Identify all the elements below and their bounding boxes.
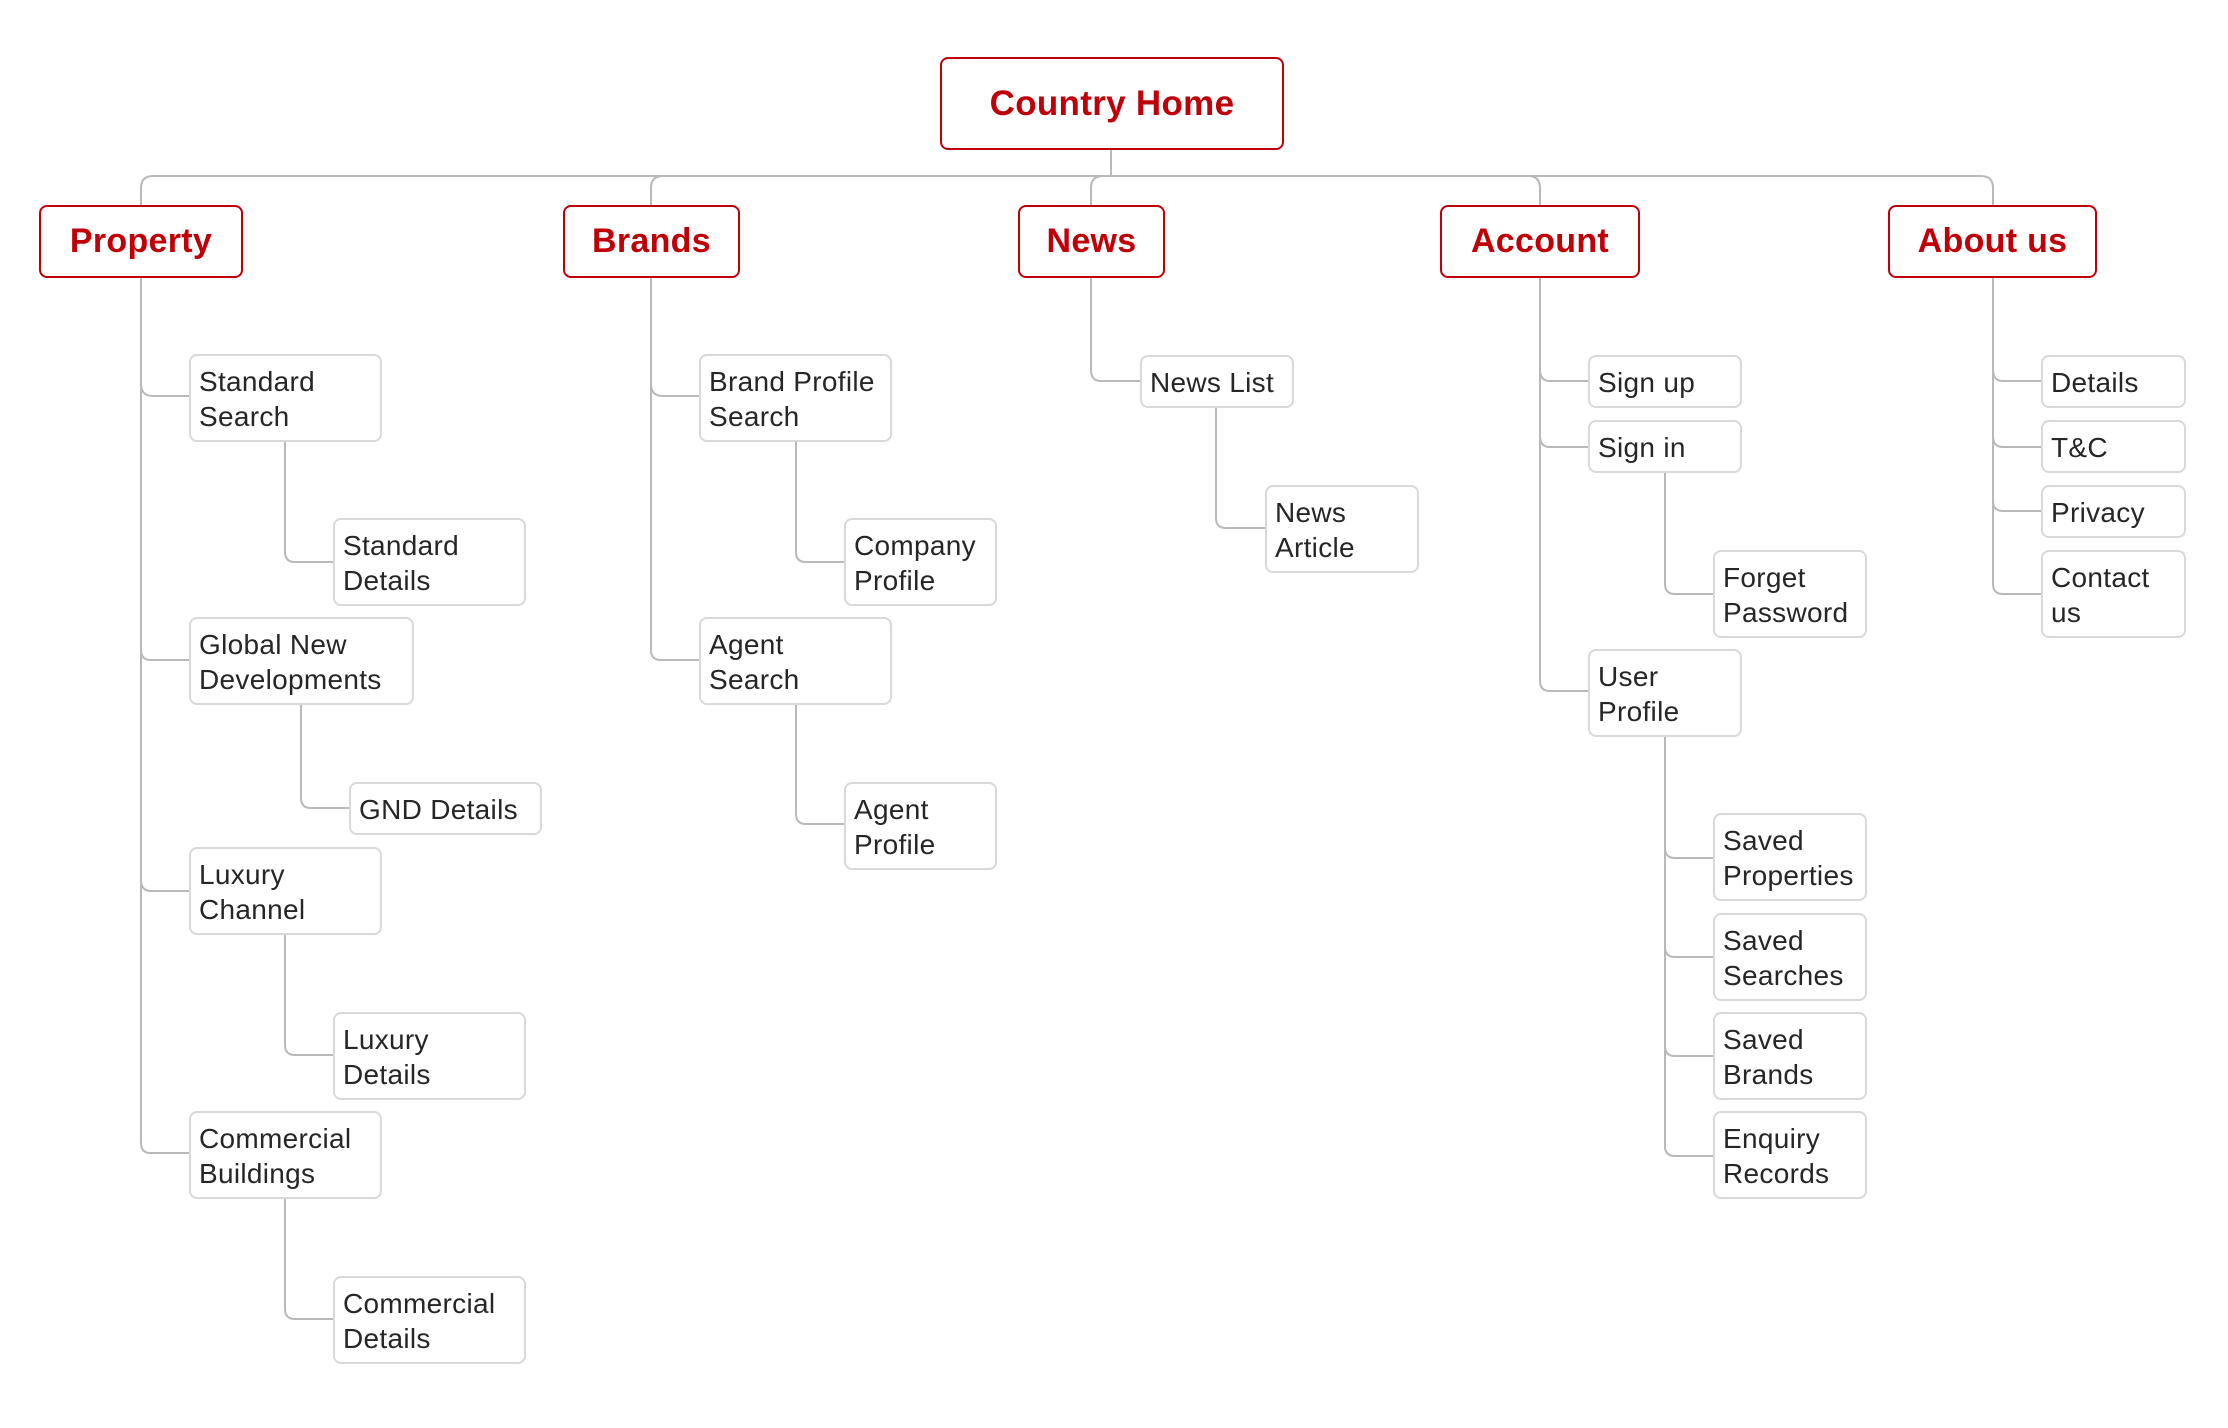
connector bbox=[284, 1199, 334, 1320]
node-global-new-developments[interactable]: Global New Developments bbox=[189, 617, 414, 705]
node-forget-password[interactable]: Forget Password bbox=[1713, 550, 1867, 638]
connector bbox=[650, 175, 664, 208]
connector bbox=[140, 383, 190, 397]
node-luxury-channel[interactable]: Luxury Channel bbox=[189, 847, 382, 935]
node-privacy[interactable]: Privacy bbox=[2041, 485, 2186, 538]
connector bbox=[650, 278, 700, 661]
connector bbox=[795, 441, 845, 563]
connector bbox=[1215, 408, 1266, 529]
node-tandc[interactable]: T&C bbox=[2041, 420, 2186, 473]
node-news-article[interactable]: News Article bbox=[1265, 485, 1419, 573]
node-saved-brands[interactable]: Saved Brands bbox=[1713, 1012, 1867, 1100]
connector bbox=[1992, 435, 2042, 448]
connector bbox=[140, 175, 1994, 208]
node-country-home[interactable]: Country Home bbox=[940, 57, 1284, 150]
node-contact-us[interactable]: Contact us bbox=[2041, 550, 2186, 638]
connector bbox=[1090, 278, 1141, 382]
node-account[interactable]: Account bbox=[1440, 205, 1640, 278]
connector bbox=[1664, 1045, 1714, 1057]
node-about-us[interactable]: About us bbox=[1888, 205, 2097, 278]
node-user-profile[interactable]: User Profile bbox=[1588, 649, 1742, 737]
node-standard-search[interactable]: Standard Search bbox=[189, 354, 382, 442]
node-commercial-buildings[interactable]: Commercial Buildings bbox=[189, 1111, 382, 1199]
node-saved-searches[interactable]: Saved Searches bbox=[1713, 913, 1867, 1001]
node-agent-profile[interactable]: Agent Profile bbox=[844, 782, 997, 870]
node-commercial-details[interactable]: Commercial Details bbox=[333, 1276, 526, 1364]
node-enquiry-records[interactable]: Enquiry Records bbox=[1713, 1111, 1867, 1199]
node-agent-search[interactable]: Agent Search bbox=[699, 617, 892, 705]
node-details[interactable]: Details bbox=[2041, 355, 2186, 408]
node-company-profile[interactable]: Company Profile bbox=[844, 518, 997, 606]
node-news-list[interactable]: News List bbox=[1140, 355, 1294, 408]
node-sign-up[interactable]: Sign up bbox=[1588, 355, 1742, 408]
connector bbox=[1527, 175, 1541, 208]
node-sign-in[interactable]: Sign in bbox=[1588, 420, 1742, 473]
node-standard-details[interactable]: Standard Details bbox=[333, 518, 526, 606]
connector bbox=[1664, 473, 1714, 595]
connector bbox=[284, 935, 334, 1056]
connector bbox=[1539, 278, 1589, 692]
connector bbox=[1664, 736, 1714, 1157]
node-luxury-details[interactable]: Luxury Details bbox=[333, 1012, 526, 1100]
connector bbox=[284, 441, 334, 563]
connector bbox=[1539, 435, 1589, 448]
connector bbox=[1090, 175, 1104, 208]
connector bbox=[1992, 278, 2042, 595]
node-saved-properties[interactable]: Saved Properties bbox=[1713, 813, 1867, 901]
connector bbox=[1992, 500, 2042, 512]
connector bbox=[795, 704, 845, 825]
connector bbox=[1664, 847, 1714, 859]
connector bbox=[1664, 946, 1714, 958]
node-brand-profile-search[interactable]: Brand Profile Search bbox=[699, 354, 892, 442]
connector bbox=[1992, 369, 2042, 382]
connector bbox=[1539, 369, 1589, 382]
node-news[interactable]: News bbox=[1018, 205, 1165, 278]
connector bbox=[140, 649, 190, 661]
connector bbox=[140, 278, 190, 1154]
connector bbox=[300, 704, 350, 809]
connector bbox=[140, 879, 190, 892]
node-property[interactable]: Property bbox=[39, 205, 243, 278]
node-brands[interactable]: Brands bbox=[563, 205, 740, 278]
node-gnd-details[interactable]: GND Details bbox=[349, 782, 542, 835]
connector bbox=[650, 383, 700, 397]
